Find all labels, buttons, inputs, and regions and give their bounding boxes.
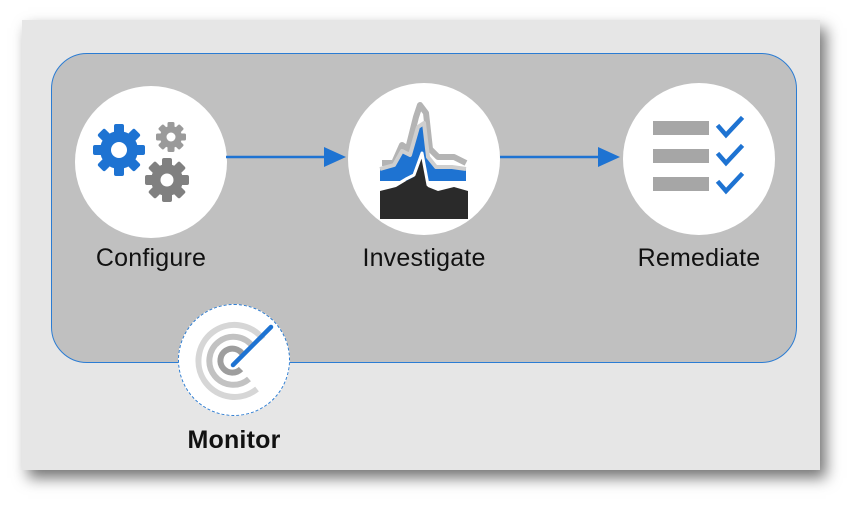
- arrow-right-icon: [226, 147, 346, 167]
- gears-icon: [93, 122, 189, 202]
- monitor-node: [178, 304, 290, 416]
- diagram-canvas: Configure Investigate: [22, 20, 820, 470]
- remediate-label: Remediate: [637, 244, 761, 272]
- configure-label: Configure: [95, 244, 207, 272]
- remediate-node: [623, 83, 775, 235]
- monitor-label: Monitor: [187, 426, 281, 454]
- investigate-label: Investigate: [362, 244, 486, 272]
- configure-node: [75, 86, 227, 238]
- checklist-icon: [653, 115, 745, 195]
- chart-waveform-icon: [379, 102, 469, 219]
- arrow-right-icon: [500, 147, 620, 167]
- investigate-node: [348, 83, 500, 235]
- radar-icon: [195, 321, 274, 400]
